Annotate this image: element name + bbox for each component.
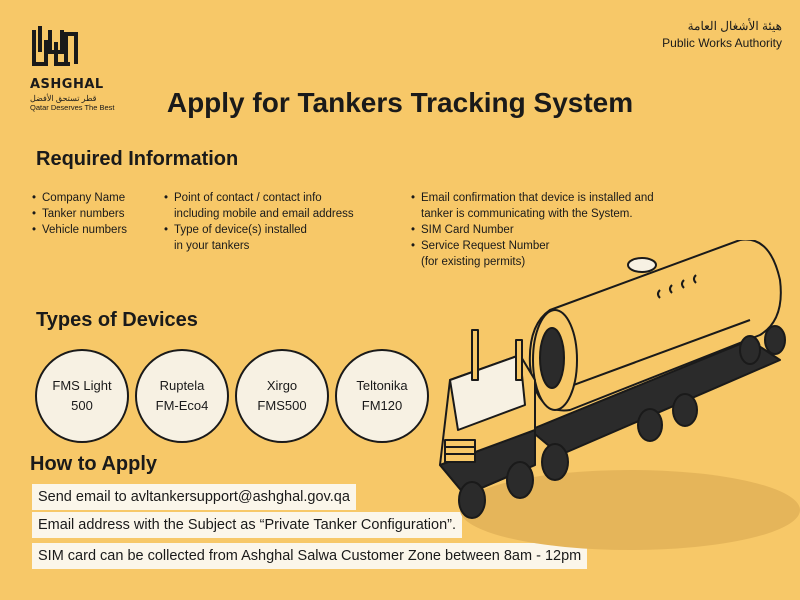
device-model: FM-Eco4 xyxy=(155,398,209,413)
list-item: Company Name xyxy=(32,190,127,206)
logo-wordmark: ASHGHAL xyxy=(30,77,104,92)
device-teltonika-fm120: Teltonika FM120 xyxy=(335,349,429,443)
required-info-heading: Required Information xyxy=(36,148,239,170)
logo-arabic-tagline: قطر تستحق الأفضل xyxy=(30,94,97,103)
device-name: Teltonika xyxy=(356,378,408,393)
list-item: SIM Card Number xyxy=(411,222,711,238)
required-info-list-1: Company Name Tanker numbers Vehicle numb… xyxy=(32,190,127,238)
list-item: Tanker numbers xyxy=(32,206,127,222)
device-name: FMS Light xyxy=(52,378,112,393)
tanker-truck-icon xyxy=(439,240,800,550)
list-item-line: (for existing permits) xyxy=(421,256,526,268)
list-item: Type of device(s) installed in your tank… xyxy=(164,222,394,254)
ashghal-logo: ASHGHAL قطر تستحق الأفضل Qatar Deserves … xyxy=(30,22,114,112)
apply-step-subject: Email address with the Subject as “Priva… xyxy=(32,512,463,538)
list-item-line: Email confirmation that device is instal… xyxy=(421,192,654,204)
list-item-line: including mobile and email address xyxy=(174,208,354,220)
device-xirgo-fms500: Xirgo FMS500 xyxy=(235,349,329,443)
how-to-apply-heading: How to Apply xyxy=(30,453,158,475)
list-item-line: Type of device(s) installed xyxy=(174,224,307,236)
list-item: Email confirmation that device is instal… xyxy=(411,190,711,222)
device-name: Ruptela xyxy=(159,378,205,393)
authority-english-name: Public Works Authority xyxy=(662,36,782,50)
list-item: Vehicle numbers xyxy=(32,222,127,238)
ashghal-logo-icon xyxy=(32,26,78,66)
list-item-line: in your tankers xyxy=(174,240,250,252)
devices-heading: Types of Devices xyxy=(36,309,198,331)
device-model: 500 xyxy=(71,398,93,413)
list-item-line: Point of contact / contact info xyxy=(174,192,322,204)
list-item-line: Service Request Number xyxy=(421,240,550,252)
list-item: Service Request Number (for existing per… xyxy=(411,238,711,270)
required-info-list-2: Point of contact / contact info includin… xyxy=(164,190,394,254)
list-item-line: tanker is communicating with the System. xyxy=(421,208,633,220)
device-ruptela-fm-eco4: Ruptela FM-Eco4 xyxy=(135,349,229,443)
list-item-line: SIM Card Number xyxy=(421,224,514,236)
device-name: Xirgo xyxy=(266,378,298,393)
apply-step-email: Send email to avltankersupport@ashghal.g… xyxy=(32,484,356,510)
device-model: FM120 xyxy=(361,398,403,413)
logo-tagline: Qatar Deserves The Best xyxy=(30,103,115,112)
apply-step-sim-card: SIM card can be collected from Ashghal S… xyxy=(32,543,588,569)
authority-arabic-name: هيئة الأشغال العامة xyxy=(687,19,782,33)
list-item: Point of contact / contact info includin… xyxy=(164,190,394,222)
authority-name: هيئة الأشغال العامة Public Works Authori… xyxy=(662,18,782,52)
page-title: Apply for Tankers Tracking System xyxy=(166,87,634,118)
required-info-list-3: Email confirmation that device is instal… xyxy=(411,190,711,270)
device-fms-light-500: FMS Light 500 xyxy=(35,349,129,443)
device-model: FMS500 xyxy=(257,398,307,413)
